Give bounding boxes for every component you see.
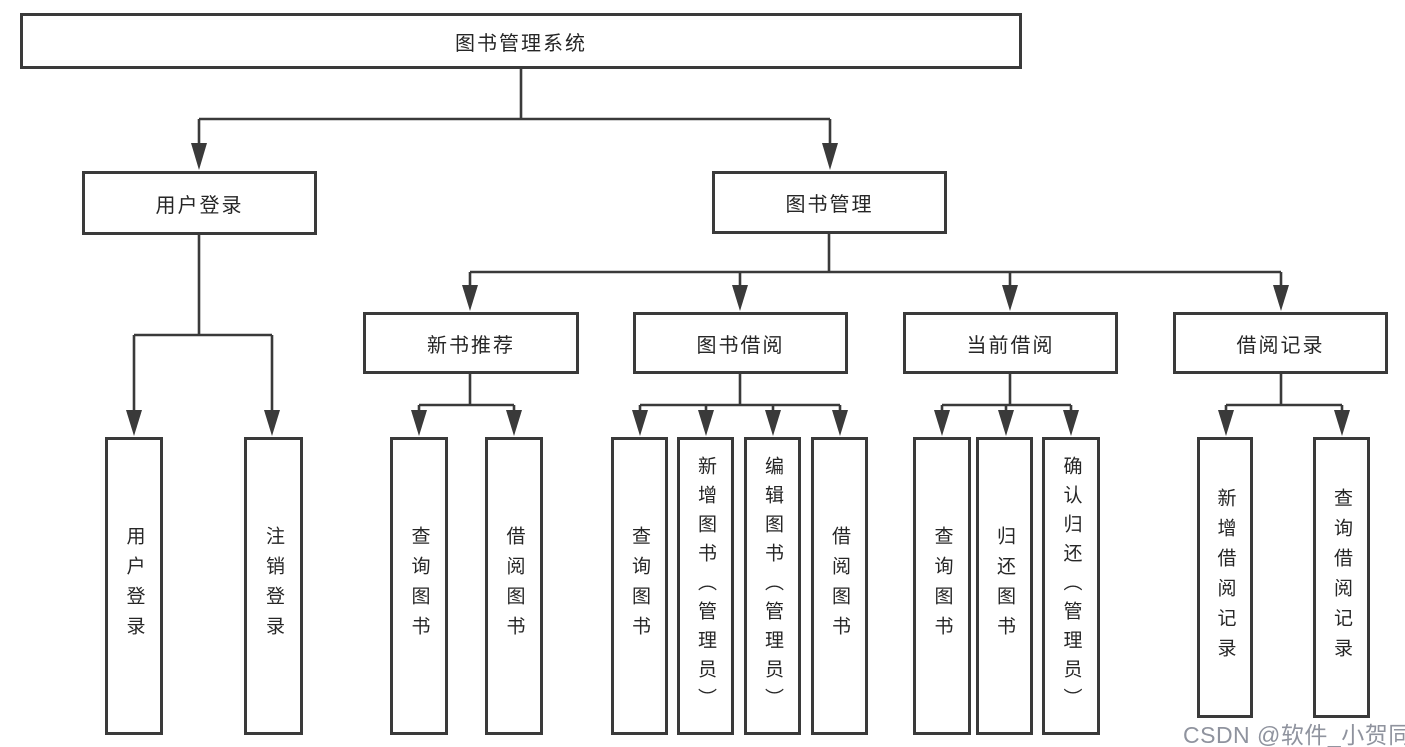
leaf-confirm-return-admin: 确认归还（管理员）: [1042, 437, 1100, 735]
leaf-query-books-borrow: 查询图书: [611, 437, 668, 735]
node-root-library-management-system: 图书管理系统: [20, 13, 1022, 69]
leaf-query-borrow-record: 查询借阅记录: [1313, 437, 1370, 718]
leaf-return-book: 归还图书: [976, 437, 1033, 735]
leaf-logout: 注销登录: [244, 437, 303, 735]
leaf-borrow-books-recommend: 借阅图书: [485, 437, 543, 735]
node-book-borrowing: 图书借阅: [633, 312, 848, 374]
node-book-management: 图书管理: [712, 171, 947, 234]
leaf-borrow-books: 借阅图书: [811, 437, 868, 735]
node-user-login: 用户登录: [82, 171, 317, 235]
leaf-edit-book-admin: 编辑图书（管理员）: [744, 437, 801, 735]
leaf-user-login: 用户登录: [105, 437, 163, 735]
leaf-query-books-current: 查询图书: [913, 437, 971, 735]
node-current-borrowing: 当前借阅: [903, 312, 1118, 374]
leaf-add-book-admin: 新增图书（管理员）: [677, 437, 734, 735]
csdn-watermark: CSDN @软件_小贺同学: [1183, 722, 1405, 747]
node-borrowing-records: 借阅记录: [1173, 312, 1388, 374]
node-new-book-recommendation: 新书推荐: [363, 312, 579, 374]
leaf-add-borrow-record: 新增借阅记录: [1197, 437, 1253, 718]
leaf-query-books-recommend: 查询图书: [390, 437, 448, 735]
